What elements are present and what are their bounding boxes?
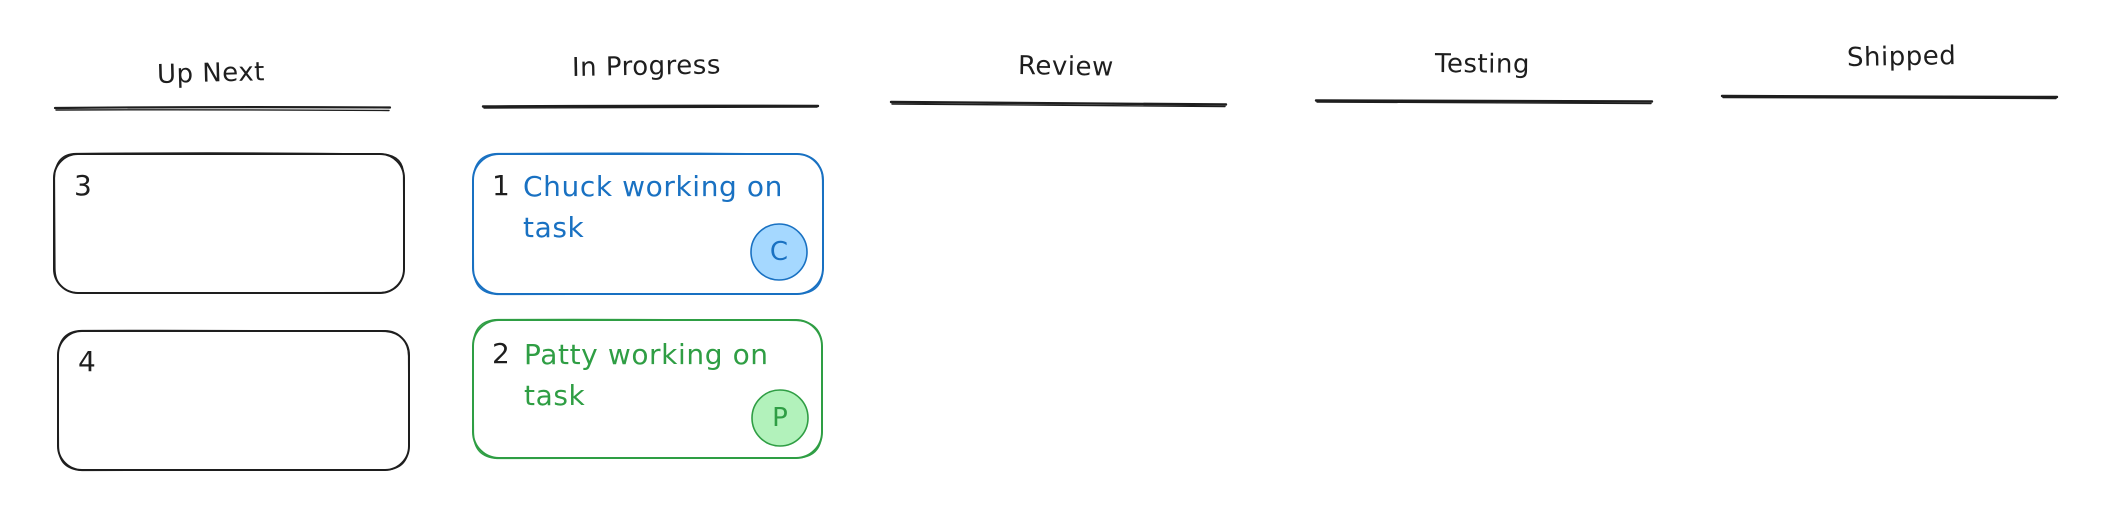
card-number: 2 [492, 337, 510, 370]
card-4[interactable]: 4 [58, 331, 409, 470]
card-1-border [472, 152, 824, 296]
column-underline-shipped [1720, 94, 2059, 100]
column-underline-in-progress [481, 104, 820, 109]
column-title-in-progress: In Progress [571, 50, 722, 83]
column-underline-testing [1314, 99, 1654, 105]
column-title-up-next: Up Next [156, 57, 266, 90]
card-4-border [57, 329, 410, 472]
avatar-patty-circle [751, 389, 809, 447]
card-3[interactable]: 3 [54, 154, 404, 293]
card-text: Chuck working on task [523, 170, 783, 244]
card-text: Patty working on task [524, 338, 769, 412]
column-title-testing: Testing [1434, 49, 1531, 80]
avatar-patty: P [772, 403, 788, 433]
card-1[interactable]: 1 Chuck working on task C [473, 154, 823, 294]
card-2-border [472, 318, 823, 460]
card-number: 1 [492, 169, 510, 202]
column-underline-review [889, 100, 1228, 108]
column-underline-up-next [53, 106, 392, 112]
column-title-review: Review [1017, 51, 1115, 83]
card-3-border [53, 152, 405, 294]
card-number: 3 [74, 169, 92, 202]
card-2[interactable]: 2 Patty working on task P [473, 320, 822, 458]
column-title-shipped: Shipped [1846, 41, 1957, 73]
avatar-chuck-circle [750, 223, 808, 281]
card-number: 4 [78, 345, 96, 378]
avatar-chuck: C [769, 237, 789, 267]
